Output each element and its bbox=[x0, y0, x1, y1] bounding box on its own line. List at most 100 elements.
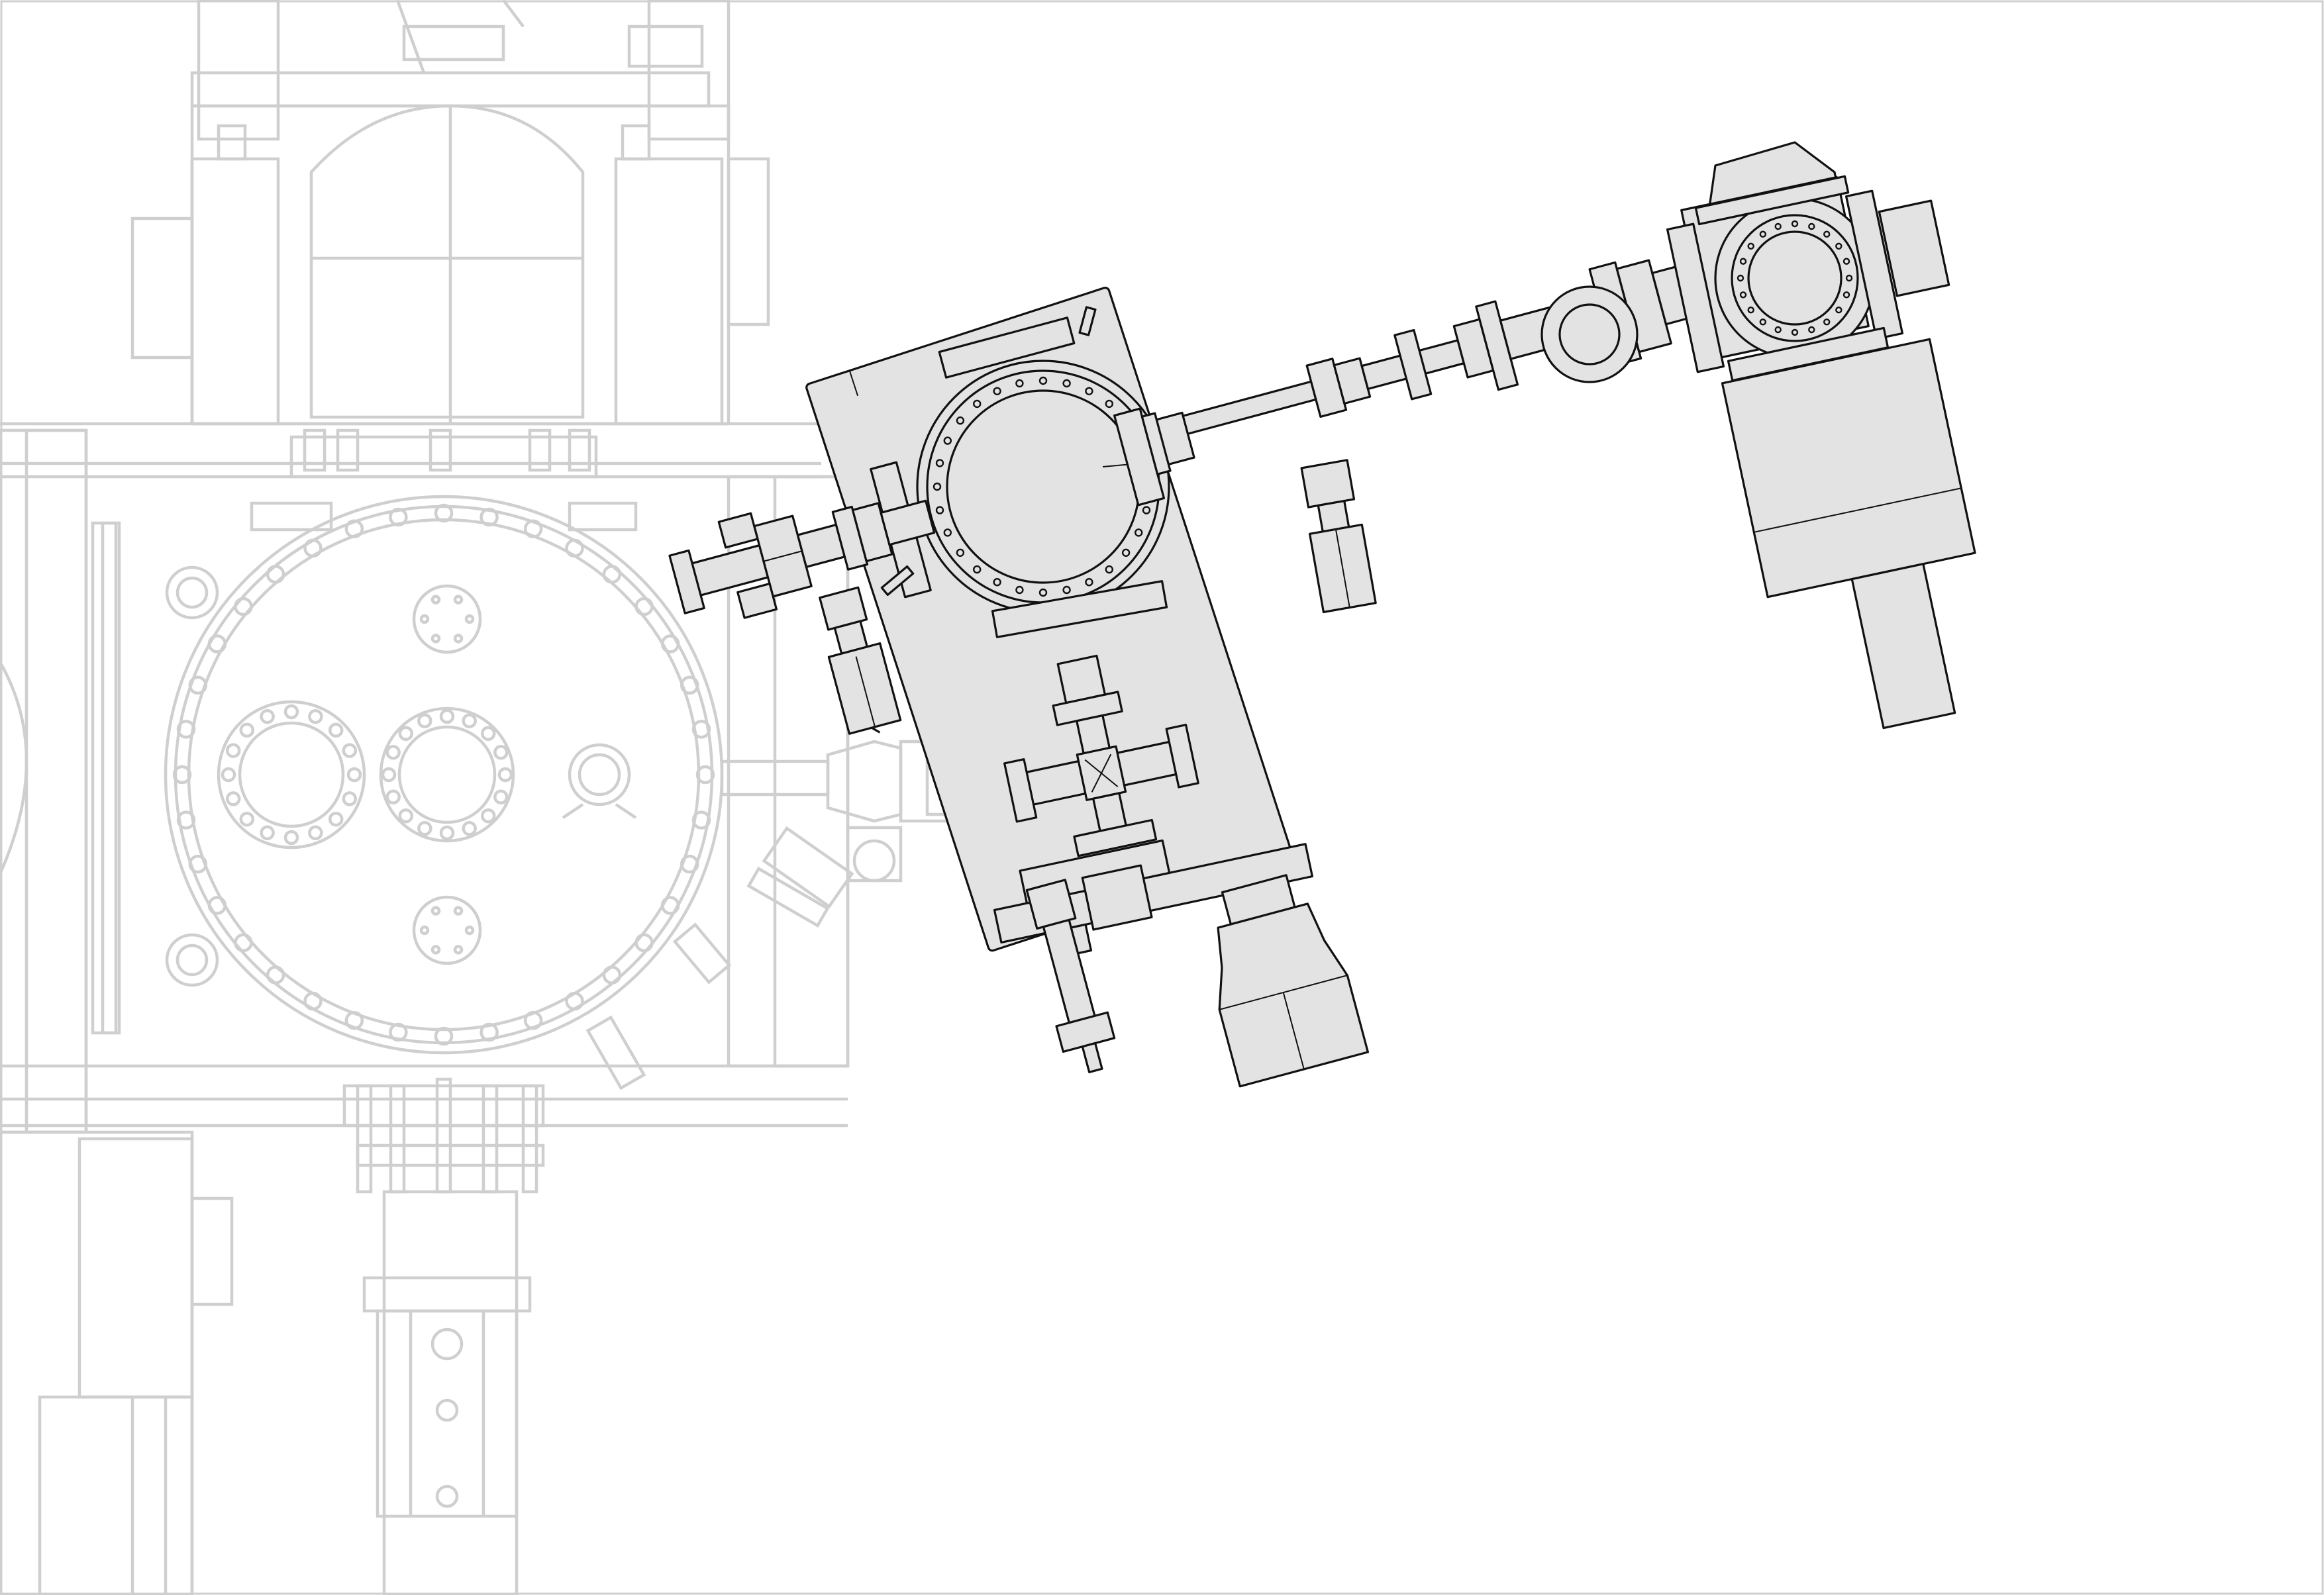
bolt bbox=[1038, 588, 1048, 597]
bottom-pedestal bbox=[382, 1190, 519, 1595]
faded-bolt bbox=[691, 810, 711, 830]
top-frame-left bbox=[197, 0, 280, 141]
faded-bolt bbox=[480, 1022, 499, 1042]
faded-bolt bbox=[234, 597, 253, 616]
faded-bolt bbox=[523, 519, 543, 539]
faded-bolt bbox=[462, 713, 477, 728]
bolt bbox=[993, 578, 1001, 587]
faded-bolt bbox=[385, 745, 401, 760]
faded-bolt bbox=[453, 634, 464, 644]
faded-bolt bbox=[634, 933, 654, 953]
faded-bolt bbox=[234, 933, 253, 953]
bolt bbox=[1015, 585, 1024, 595]
faded-bolt bbox=[419, 925, 430, 936]
arm-viewport bbox=[1541, 285, 1639, 383]
chamber-port-bottom bbox=[412, 895, 482, 965]
bolt bbox=[935, 506, 944, 514]
chamber-port-top bbox=[412, 584, 482, 654]
bolt bbox=[1808, 326, 1815, 334]
faded-bolt bbox=[344, 1010, 364, 1030]
chamber-port-left bbox=[217, 700, 366, 849]
bolt bbox=[935, 459, 944, 467]
viewport-upper-left bbox=[165, 565, 219, 620]
faded-bolt bbox=[680, 854, 699, 874]
bolt bbox=[1739, 291, 1747, 299]
bolt bbox=[1121, 548, 1131, 557]
faded-bolt bbox=[389, 507, 408, 527]
faded-bolt bbox=[480, 808, 496, 824]
chamber-port-right bbox=[562, 743, 637, 819]
bolt bbox=[1105, 565, 1114, 574]
faded-bolt bbox=[398, 726, 414, 742]
faded-bolt bbox=[565, 991, 584, 1011]
faded-bolt bbox=[430, 634, 441, 644]
main-chamber-outer bbox=[164, 495, 724, 1055]
bolt bbox=[956, 416, 965, 425]
bolt bbox=[1835, 307, 1843, 314]
bolt bbox=[1843, 258, 1850, 265]
faded-bolt bbox=[439, 708, 455, 724]
faded-bolt bbox=[417, 821, 432, 836]
bolt bbox=[1759, 230, 1767, 238]
faded-bolt bbox=[417, 713, 432, 728]
bolt bbox=[1835, 242, 1843, 250]
bolt bbox=[1038, 376, 1048, 385]
bolt bbox=[1759, 318, 1767, 326]
bolt bbox=[1845, 274, 1853, 282]
viewport-lower-left bbox=[165, 933, 219, 987]
faded-bolt bbox=[346, 767, 362, 783]
bolt bbox=[1747, 307, 1754, 314]
faded-bolt bbox=[328, 722, 344, 738]
faded-bolt bbox=[453, 595, 464, 604]
faded-bolt bbox=[439, 825, 455, 841]
flange-handle bbox=[880, 306, 1097, 597]
faded-bolt bbox=[565, 538, 584, 558]
faded-bolt bbox=[523, 1010, 543, 1030]
faded-bolt bbox=[308, 708, 323, 724]
chamber-port-center bbox=[379, 706, 515, 843]
bolt bbox=[1791, 220, 1799, 228]
faded-bolt bbox=[328, 811, 344, 827]
bolt bbox=[1062, 585, 1071, 595]
top-clamps bbox=[250, 428, 638, 532]
bolt bbox=[1739, 258, 1747, 265]
faded-bolt bbox=[176, 720, 196, 739]
faded-bolt bbox=[303, 991, 323, 1011]
faded-bolt bbox=[430, 906, 441, 916]
faded-bolt bbox=[207, 896, 227, 915]
pump bbox=[1217, 874, 1370, 1088]
faded-bolt bbox=[260, 708, 275, 724]
bolt bbox=[1823, 230, 1831, 238]
faded-bolt bbox=[419, 614, 430, 624]
faded-bolt bbox=[695, 765, 715, 785]
faded-bolt bbox=[283, 830, 299, 846]
faded-bolt bbox=[225, 743, 241, 758]
faded-bolt bbox=[434, 503, 454, 523]
faded-bolt bbox=[225, 791, 241, 806]
flange-clamps bbox=[870, 316, 1168, 638]
faded-bolt bbox=[381, 767, 397, 783]
faded-bolt bbox=[188, 675, 208, 695]
faded-bolt bbox=[172, 765, 192, 785]
faded-bolt bbox=[680, 675, 699, 695]
faded-bolt bbox=[602, 965, 622, 985]
faded-bolt bbox=[480, 726, 496, 742]
left-cross-fitting bbox=[668, 499, 936, 619]
faded-bolt bbox=[493, 789, 509, 804]
bolt bbox=[1737, 274, 1744, 282]
bolt bbox=[1808, 222, 1815, 230]
faded-bolt bbox=[176, 810, 196, 830]
faded-bolt bbox=[602, 565, 622, 584]
faded-bolt bbox=[398, 808, 414, 824]
faded-bolt bbox=[464, 925, 475, 936]
bolt bbox=[943, 436, 952, 445]
faded-bolt bbox=[453, 906, 464, 916]
bolt bbox=[1774, 222, 1782, 230]
faded-bolt bbox=[308, 825, 323, 841]
bolt bbox=[956, 548, 965, 557]
faded-bolt bbox=[188, 854, 208, 874]
faded-bolt bbox=[634, 597, 654, 616]
bolt bbox=[943, 528, 952, 537]
bolt bbox=[933, 482, 942, 491]
